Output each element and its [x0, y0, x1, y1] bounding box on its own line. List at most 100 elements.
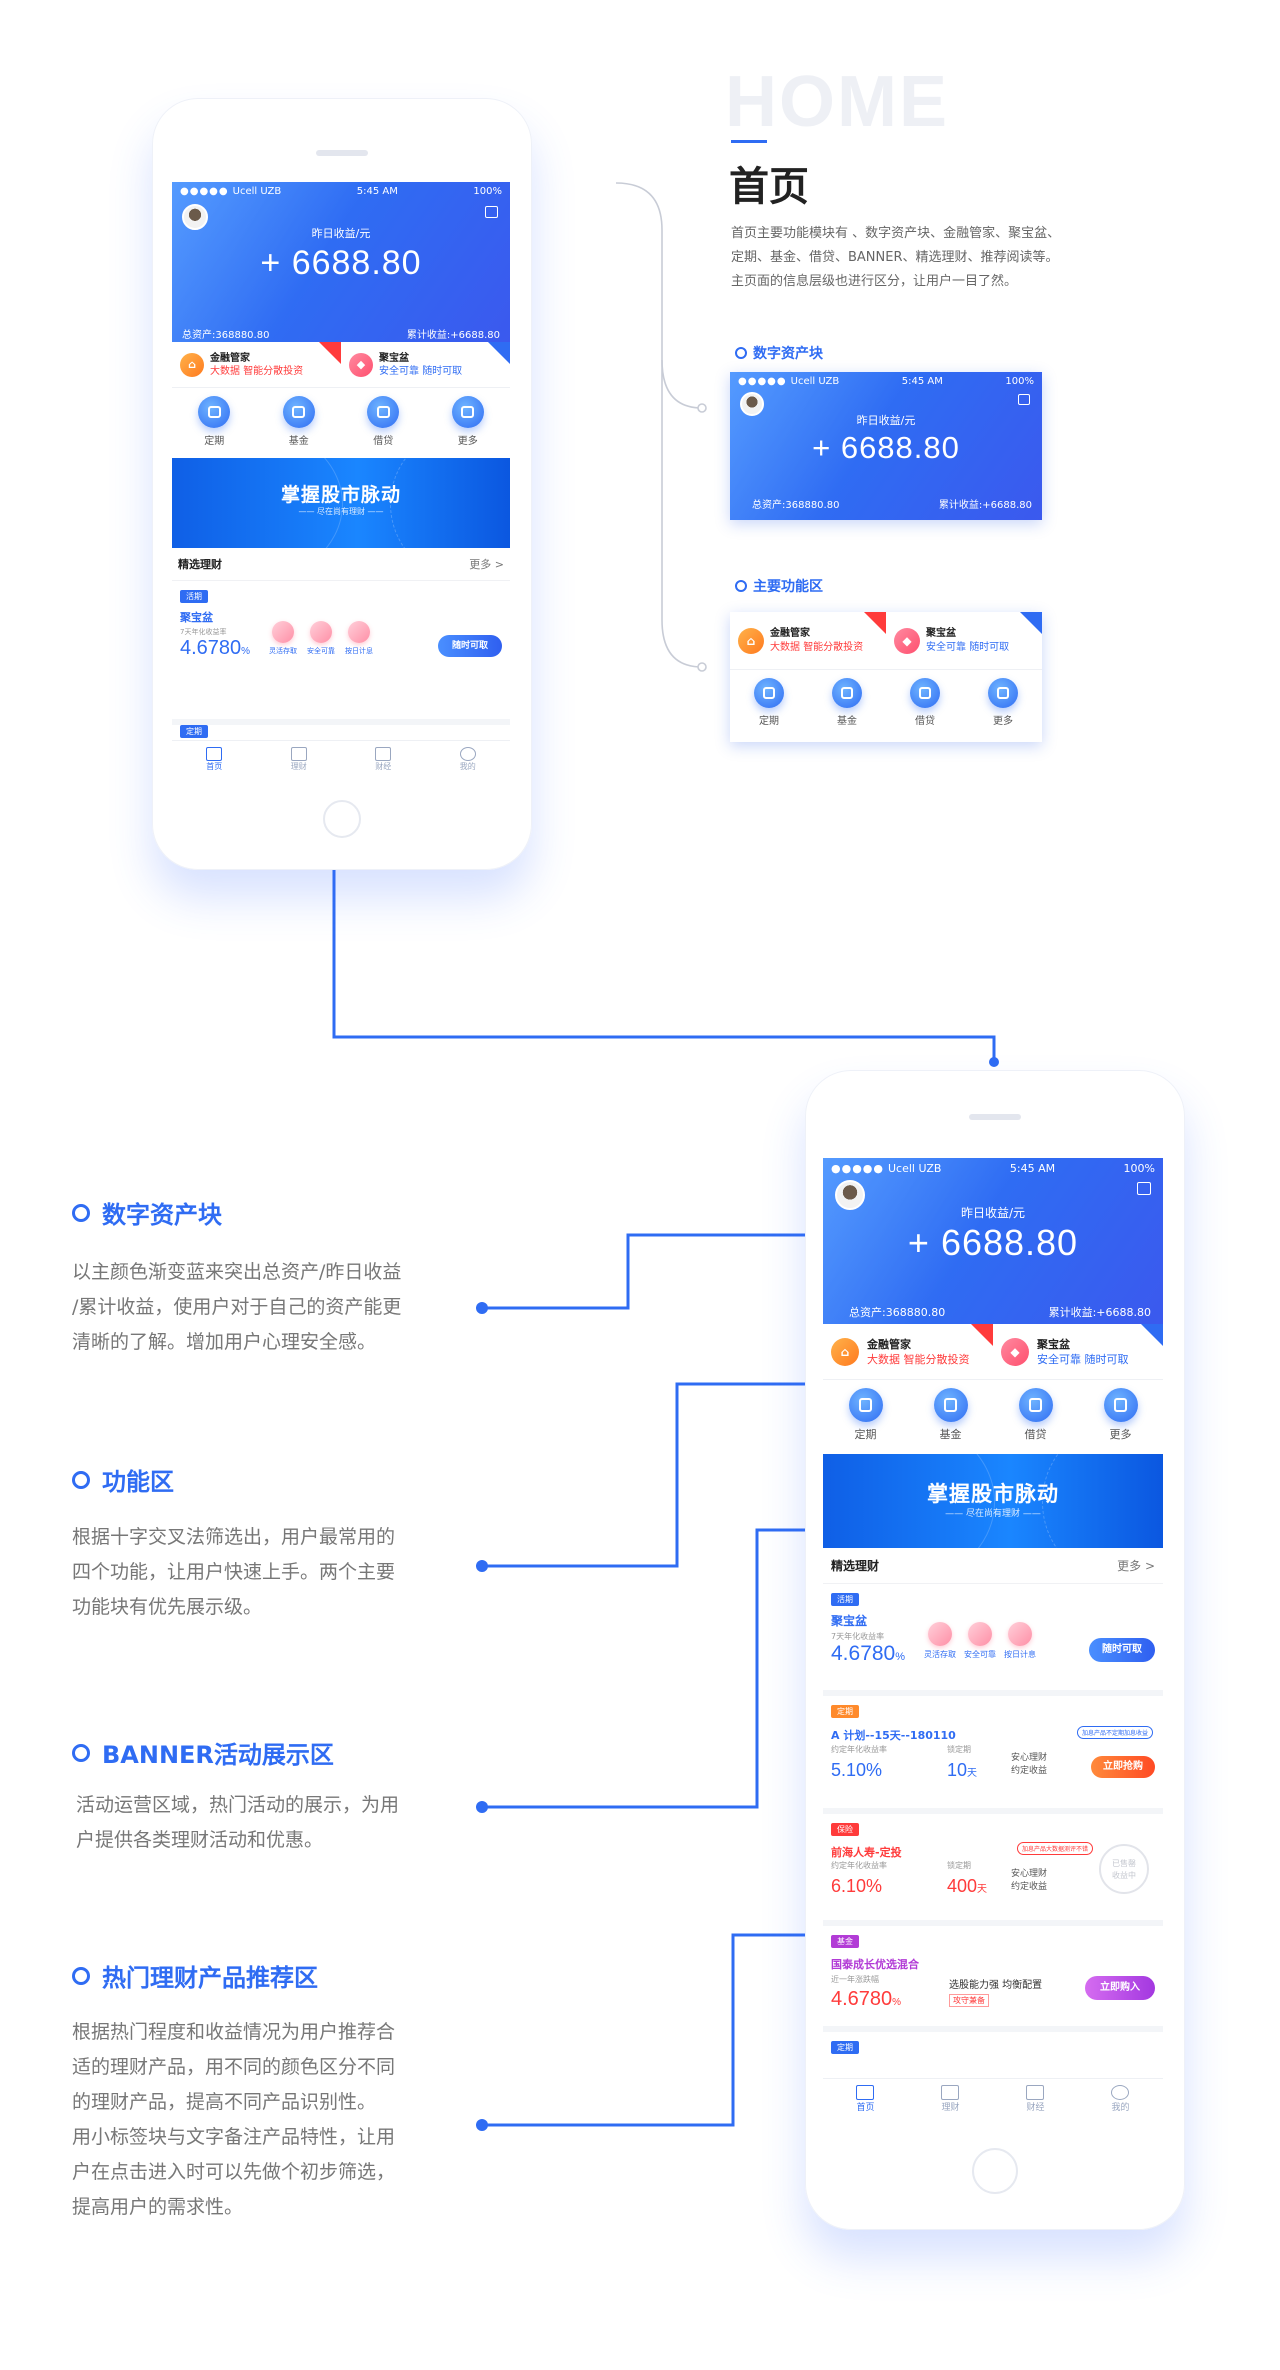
chart-icon: [1026, 2085, 1045, 2100]
buy-now-button[interactable]: 立即抢购: [1091, 1756, 1155, 1778]
tab-label: 我的: [1111, 2103, 1130, 2113]
document-icon: [832, 678, 862, 708]
desc-line: 主页面的信息层级也进行区分，让用户一目了然。: [731, 274, 1018, 289]
product-name: A 计划--15天--180110: [831, 1729, 956, 1742]
shortcut-label: 定期: [759, 716, 779, 727]
banner-title: 掌握股市脉动: [280, 484, 401, 506]
callout-title: 数字资产块: [102, 1201, 222, 1229]
more-link[interactable]: 更多 >: [1117, 1559, 1155, 1573]
feature-title: 金融管家: [770, 627, 810, 639]
yesterday-amount: + 6688.80: [812, 430, 960, 465]
withdraw-button[interactable]: 随时可取: [438, 635, 502, 657]
shortcut-more[interactable]: 更多: [1103, 1388, 1138, 1454]
shortcut-fixed[interactable]: 定期: [848, 1388, 883, 1454]
shortcut-loan: 借贷: [910, 678, 940, 742]
tab-home[interactable]: 首页: [856, 2085, 875, 2126]
tab-label: 我的: [459, 762, 476, 771]
shortcut-label: 借贷: [373, 436, 394, 447]
callout-line: 功能块有优先展示级。: [72, 1596, 263, 1618]
product-tag: 活期: [831, 1593, 859, 1606]
rate-label: 约定年化收益率: [831, 1861, 887, 1870]
asset-block: ●●●●●Ucell UZB 5:45 AM 100% 昨日收益/元 + 668…: [823, 1158, 1163, 1324]
product-note: 加息产品大数据测评不错: [1016, 1842, 1093, 1855]
buy-fund-button[interactable]: 立即购入: [1085, 1976, 1155, 2000]
shortcut-row: 定期 基金 借贷 更多: [172, 388, 510, 458]
feature-chip: 安全可靠: [964, 1650, 996, 1659]
withdraw-button[interactable]: 随时可取: [1089, 1638, 1155, 1662]
tab-mine[interactable]: 我的: [459, 747, 476, 788]
banner-subtitle: —— 尽在尚有理财 ——: [945, 1509, 1041, 1519]
cumulative-income: 累计收益:+6688.80: [1048, 1306, 1151, 1319]
ribbon-badge: [1020, 612, 1042, 634]
product-current[interactable]: 活期 聚宝盆 7天年化收益率 4.6780% 灵活存取 安全可靠 按日计息 随时…: [172, 581, 510, 681]
term-unit: 天: [977, 1884, 988, 1895]
promo-banner[interactable]: 掌握股市脉动 —— 尽在尚有理财 ——: [823, 1454, 1163, 1548]
callout-text-func: 根据十字交叉法筛选出，用户最常用的 四个功能，让用户快速上手。两个主要 功能块有…: [72, 1520, 395, 1625]
feature-finance-manager[interactable]: ⌂ 金融管家大数据 智能分散投资: [823, 1324, 993, 1379]
shortcut-loan[interactable]: 借贷: [367, 396, 400, 458]
avatar[interactable]: [835, 1180, 865, 1210]
term-value: 10: [947, 1760, 968, 1780]
tab-label: 理财: [290, 762, 307, 771]
ribbon-badge: [864, 612, 886, 634]
rate-value: 6.10%: [831, 1876, 883, 1896]
feature-treasure[interactable]: ◆ 聚宝盆安全可靠 随时可取: [993, 1324, 1163, 1379]
feature-sub: 安全可靠: [379, 365, 419, 377]
home-button[interactable]: [323, 800, 361, 838]
product-name: 前海人寿-定投: [831, 1846, 902, 1859]
product-tag: 活期: [180, 590, 208, 603]
yesterday-amount: + 6688.80: [260, 244, 422, 282]
label-assets: 数字资产块: [735, 343, 823, 363]
divider: [172, 719, 510, 725]
shortcut-fund[interactable]: 基金: [282, 396, 315, 458]
feature-sub: 安全可靠: [926, 641, 966, 653]
more-link[interactable]: 更多 >: [469, 558, 504, 571]
feature-treasure[interactable]: ◆ 聚宝盆安全可靠 随时可取: [341, 342, 510, 387]
product-current[interactable]: 活期 聚宝盆 7天年化收益率 4.6780% 灵活存取 安全可靠 按日计息 随时…: [823, 1584, 1163, 1690]
phone-mockup-small: ●●●●●Ucell UZB 5:45 AM 100% 昨日收益/元 + 668…: [152, 98, 532, 870]
gift-icon[interactable]: [485, 206, 498, 218]
feature-sub: 大数据: [867, 1352, 900, 1366]
callout-text-assets: 以主颜色渐变蓝来突出总资产/昨日收益 /累计收益，使用户对于自己的资产能更 清晰…: [72, 1255, 401, 1360]
feature-sub: 智能分散投资: [903, 1352, 970, 1366]
product-insurance[interactable]: 保险 前海人寿-定投 加息产品大数据测评不错 约定年化收益率 6.10% 锁定期…: [823, 1808, 1163, 1920]
feature-title: 金融管家: [210, 352, 250, 364]
tab-news[interactable]: 财经: [1026, 2085, 1045, 2126]
ring-icon: [735, 580, 747, 592]
product-fixed[interactable]: 定期 A 计划--15天--180110 加息产品不定期加息收益 约定年化收益率…: [823, 1690, 1163, 1808]
ring-icon: [72, 1470, 90, 1489]
avatar[interactable]: [182, 204, 208, 230]
home-button[interactable]: [972, 2148, 1018, 2194]
tab-mine[interactable]: 我的: [1111, 2085, 1130, 2126]
shortcut-more[interactable]: 更多: [451, 396, 484, 458]
bank-icon: ⌂: [831, 1337, 859, 1366]
rate-value: 4.6780: [831, 1988, 893, 2010]
tab-finance[interactable]: 理财: [290, 747, 307, 788]
asset-block: ●●●●●Ucell UZB 5:45 AM 100% 昨日收益/元 + 668…: [172, 182, 510, 342]
product-tag: 保险: [831, 1823, 859, 1836]
product-desc: 选股能力强 均衡配置: [949, 1980, 1043, 1991]
shortcut-row: 定期 基金 借贷 更多: [823, 1380, 1163, 1454]
clock-icon: [754, 678, 784, 708]
tab-home[interactable]: 首页: [206, 747, 223, 788]
shortcut-fixed[interactable]: 定期: [198, 396, 231, 458]
callout-line: 以主颜色渐变蓝来突出总资产/昨日收益: [72, 1261, 402, 1283]
promo-banner[interactable]: 掌握股市脉动 —— 尽在尚有理财 ——: [172, 458, 510, 548]
feature-finance-manager[interactable]: ⌂ 金融管家大数据 智能分散投资: [172, 342, 341, 387]
tab-news[interactable]: 财经: [375, 747, 392, 788]
yesterday-label: 昨日收益/元: [856, 414, 916, 427]
home-icon: [206, 747, 223, 761]
section-title: 精选理财: [831, 1559, 880, 1573]
bank-icon: ⌂: [180, 352, 204, 377]
phone-mockup-large: ●●●●●Ucell UZB 5:45 AM 100% 昨日收益/元 + 668…: [805, 1070, 1185, 2230]
shortcut-loan[interactable]: 借贷: [1018, 1388, 1053, 1454]
gift-icon[interactable]: [1137, 1182, 1151, 1195]
more-icon: [451, 396, 484, 428]
shortcut-fund[interactable]: 基金: [933, 1388, 968, 1454]
clock-icon: [198, 396, 231, 428]
callout-line: 清晰的了解。增加用户心理安全感。: [72, 1331, 377, 1353]
tab-finance[interactable]: 理财: [941, 2085, 960, 2126]
product-fund[interactable]: 基金 国泰成长优选混合 近一年涨跌幅 4.6780% 选股能力强 均衡配置 攻守…: [823, 1920, 1163, 2026]
battery: 100%: [1005, 376, 1034, 387]
feature-sub: 安全可靠: [1037, 1352, 1081, 1366]
